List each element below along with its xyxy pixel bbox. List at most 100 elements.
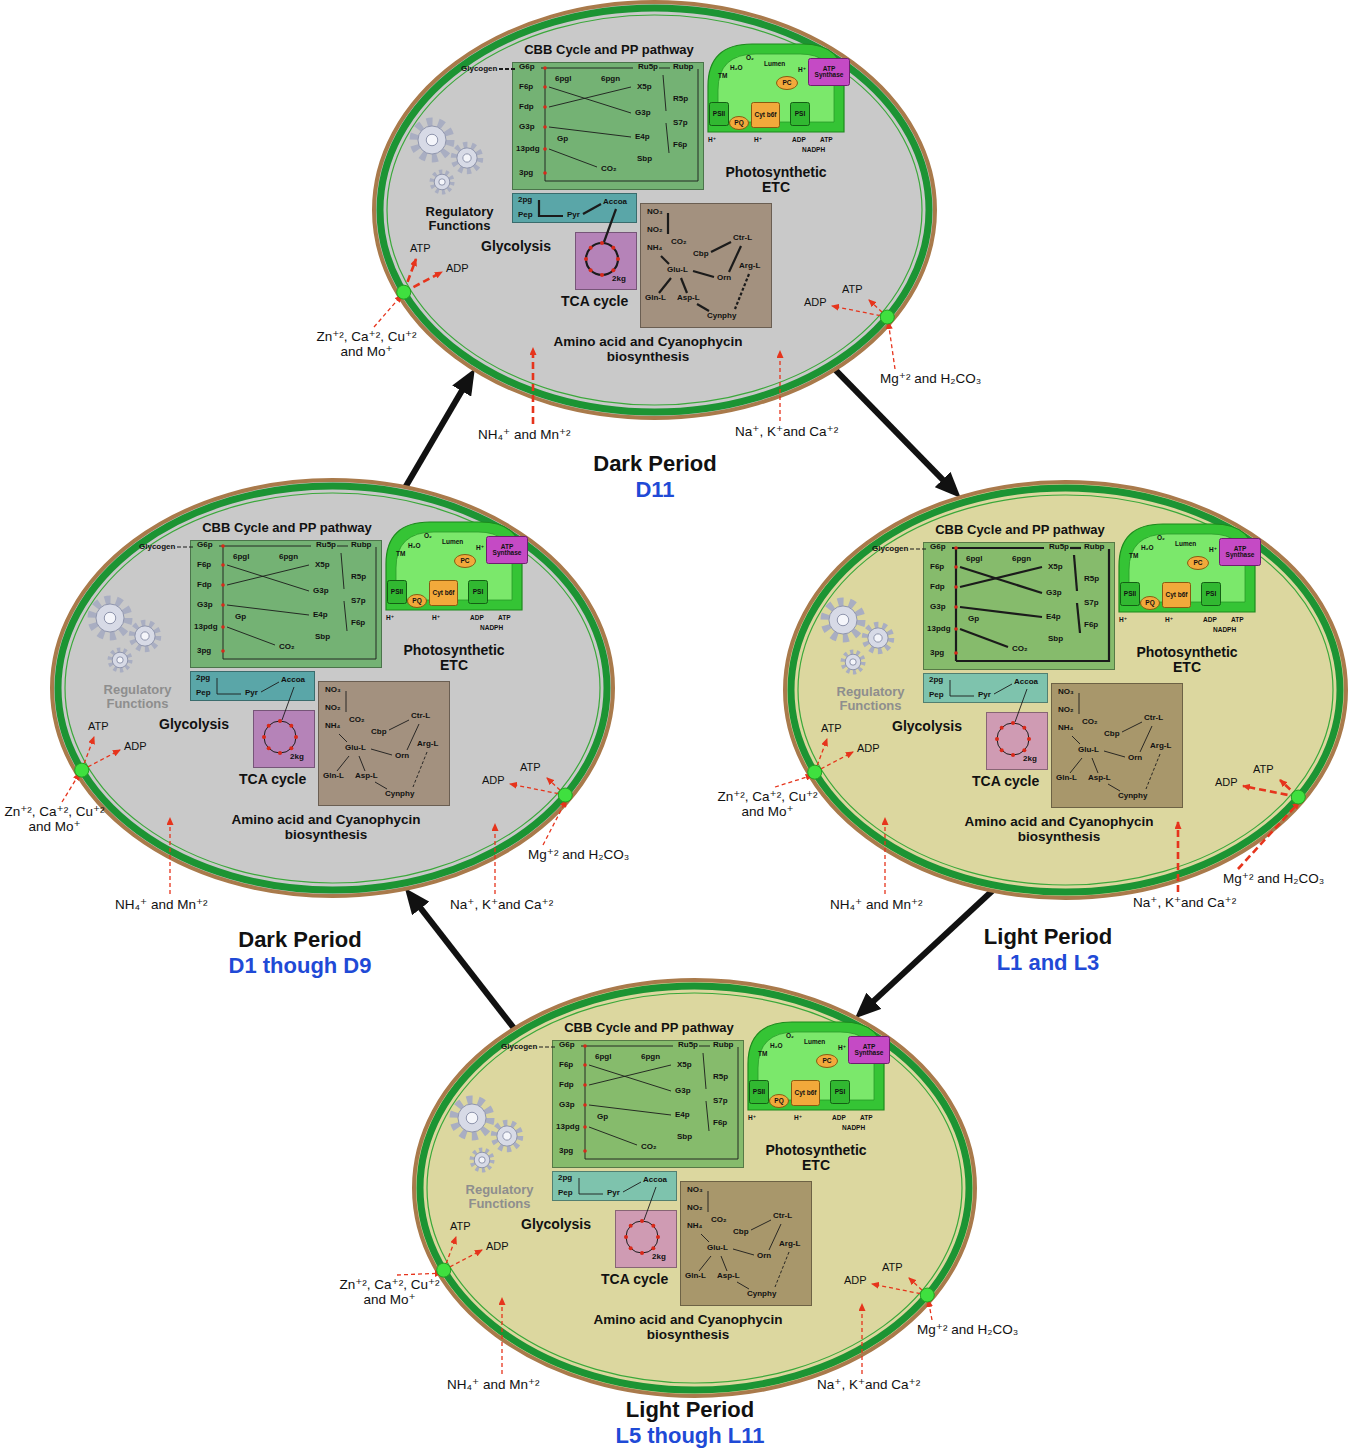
metabolite-dot: [221, 583, 225, 587]
ion-label: Na⁺, K⁺and Ca⁺²: [450, 898, 553, 913]
component-outline: [1141, 597, 1160, 610]
tca-ring: [264, 721, 296, 753]
transport-arrow: [532, 348, 535, 424]
transport-arrow: [374, 295, 402, 327]
energy-label: ATP: [520, 761, 541, 773]
cbb-title: CBB Cycle and PP pathway: [509, 43, 709, 57]
tca-title: TCA cycle: [972, 774, 1039, 789]
cyt-b6f-complex: Cyt b6f: [1162, 582, 1191, 608]
metabolite-label: Accoa: [643, 1176, 667, 1185]
ion-label: Zn⁺², Ca⁺², Cu⁺² and Mo⁺: [715, 790, 820, 820]
inner-membrane: [798, 495, 1333, 885]
energy-label: ATP: [450, 1220, 471, 1232]
glycolysis-box: Glycolysis2pgPepPyrAccoa: [552, 1171, 677, 1201]
metabolite-label: 6pgl: [966, 555, 982, 564]
psii-complex: PSII: [749, 1080, 769, 1104]
metabolite-label: Cynphy: [385, 790, 414, 799]
regulatory-label: Regulatory Functions: [412, 205, 507, 234]
metabolite-label: 6pgn: [1012, 555, 1031, 564]
component-label: Cyt b6f: [794, 1090, 816, 1097]
pathway-line: [227, 565, 309, 585]
metabolite-label: X5p: [637, 83, 652, 92]
period-id: L5 though L11: [540, 1424, 840, 1448]
transport-arrow: [397, 1273, 442, 1275]
metabolite-label: G3p: [559, 1101, 575, 1110]
transport-arrow: [861, 1304, 862, 1374]
pathway-line: [341, 553, 344, 589]
gear-hub: [104, 612, 116, 624]
metabolite-label: 6pgl: [233, 553, 249, 562]
pathway-line: [699, 1046, 710, 1047]
ion-label: NH₄⁺ and Mn⁺²: [447, 1378, 540, 1393]
gear-teeth: [494, 1123, 520, 1149]
gear-body: [458, 1104, 486, 1132]
pathway-line: [337, 756, 349, 771]
pathway-line: [581, 1046, 673, 1047]
pathway-line: [1108, 784, 1120, 791]
metabolite-label: Asp-L: [717, 1272, 740, 1281]
metabolite-dot: [543, 66, 547, 70]
metabolite-label: G3p: [675, 1087, 691, 1096]
pathway-line: [549, 87, 631, 107]
pathway-line: [721, 1256, 727, 1271]
metabolite-label: NO₃: [325, 686, 341, 695]
metabolite-label: Rubp: [673, 63, 693, 72]
transporter-dot: [397, 285, 411, 299]
pathway-line: [261, 682, 279, 692]
pathway-line: [499, 68, 516, 70]
metabolite-label: Ctr-L: [733, 234, 752, 243]
pathway-line: [667, 213, 669, 234]
metabolite-label: NO₃: [687, 1186, 703, 1195]
component-label: PSII: [391, 589, 403, 596]
pq-carrier: PQ: [729, 116, 749, 130]
gear-teeth: [414, 122, 450, 158]
component-label: Cyt b6f: [754, 112, 776, 119]
metabolite-label: Rubp: [1084, 543, 1104, 552]
atp-synthase: ATP Synthase: [486, 536, 528, 564]
energy-label: ATP: [842, 283, 863, 295]
metabolite-label: Gln-L: [685, 1272, 706, 1281]
component-label: PSII: [713, 111, 725, 118]
metabolite-label: 2kg: [612, 275, 626, 284]
pathway-line: [733, 1249, 754, 1255]
etc-label: O₂: [786, 1032, 794, 1039]
pathway-line: [223, 547, 376, 659]
pathway-line: [589, 1127, 637, 1145]
pathway-line: [910, 549, 927, 550]
metabolite-dot: [221, 603, 225, 607]
pathway-line: [177, 547, 194, 548]
pq-carrier: PQ: [769, 1094, 789, 1108]
metabolite-label: E4p: [1046, 613, 1061, 622]
component-label: PSI: [795, 111, 805, 118]
pathway-line: [960, 629, 1008, 647]
inner-membrane: [387, 15, 922, 405]
metabolite-label: F6p: [713, 1119, 727, 1128]
metabolite-dot: [995, 737, 999, 741]
metabolite-label: G3p: [930, 603, 946, 612]
pathway-line: [751, 1220, 771, 1230]
metabolite-dot: [543, 147, 547, 151]
gear-body: [829, 606, 857, 634]
metabolite-dot: [651, 1246, 655, 1250]
gear-body: [845, 654, 861, 670]
metabolite-label: CO₂: [601, 165, 617, 174]
etc-thylakoid-title: Photosynthetic ETC: [1127, 645, 1247, 676]
pathway-line: [604, 209, 616, 242]
etc-thylakoid: Photosynthetic ETCPCATP SynthasePSIIPQCy…: [384, 518, 524, 633]
glycolysis-box: Glycolysis2pgPepPyrAccoa: [923, 673, 1048, 703]
pc-carrier: PC: [776, 76, 798, 90]
component-outline: [430, 581, 458, 606]
ion-label: NH₄⁺ and Mn⁺²: [115, 898, 208, 913]
gear-body: [457, 148, 477, 168]
metabolite-dot: [954, 546, 958, 550]
etc-label: Lumen: [1175, 540, 1196, 547]
pathway-line: [701, 1234, 709, 1242]
component-outline: [791, 103, 810, 126]
pathway-line: [589, 1065, 671, 1085]
pathway-line: [375, 782, 387, 789]
energy-label: ADP: [124, 740, 147, 752]
gear-teeth: [132, 623, 158, 649]
metabolite-label: CO₂: [671, 238, 687, 247]
metabolite-label: Gp: [597, 1113, 608, 1122]
